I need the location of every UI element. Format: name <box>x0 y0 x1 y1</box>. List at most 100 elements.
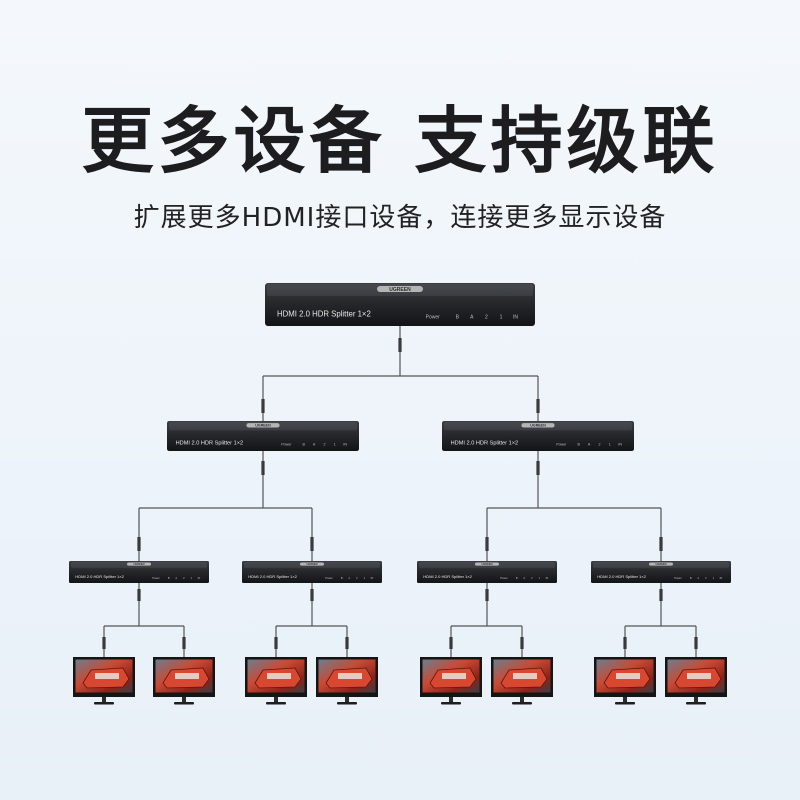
brand-logo-plate <box>377 286 423 292</box>
splitter-body <box>69 561 209 583</box>
hdmi-plug-icon <box>659 537 663 551</box>
monitor-base <box>337 702 357 705</box>
screen-vehicle-window <box>616 673 640 679</box>
headline: 更多设备 支持级联 <box>81 99 719 183</box>
indicator-label: 2 <box>183 576 185 580</box>
brand-logo-text: UGREEN <box>133 562 144 566</box>
hdmi-plug-icon <box>449 637 453 649</box>
monitor-neck <box>694 697 698 702</box>
splitter-model-label: HDMI 2.0 HDR Splitter 1×2 <box>423 574 472 579</box>
brand-logo-plate <box>475 562 499 566</box>
screen-vehicle-window <box>513 673 537 679</box>
screen-vehicle-window <box>267 673 291 679</box>
indicator-label: B <box>578 443 581 447</box>
hdmi-plug-icon <box>137 537 141 551</box>
monitor <box>665 657 727 705</box>
indicator-label: Power <box>281 443 292 447</box>
indicator-label: IN <box>546 576 549 580</box>
splitter-body <box>242 561 382 583</box>
indicator-label: B <box>690 576 692 580</box>
screen-vehicle-window <box>95 673 119 679</box>
indicator-label: 2 <box>531 576 533 580</box>
indicator-label: 1 <box>500 314 503 320</box>
indicator-label: Power <box>674 576 681 580</box>
hdmi-plug-icon <box>261 399 265 413</box>
brand-logo-plate <box>521 423 555 428</box>
indicator-label: IN <box>198 576 201 580</box>
indicator-label: A <box>470 314 474 320</box>
hdmi-plug-icon <box>398 338 402 352</box>
hdmi-plug-icon <box>345 637 349 649</box>
brand-logo-plate <box>649 562 673 566</box>
screen-vehicle-window <box>338 673 362 679</box>
monitor <box>420 657 482 705</box>
indicator-label: Power <box>426 314 441 320</box>
indicator-label: B <box>341 576 343 580</box>
monitor-neck <box>623 697 627 702</box>
hdmi-plug-icon <box>485 537 489 551</box>
brand-logo-text: UGREEN <box>306 562 317 566</box>
indicator-label: 1 <box>539 576 541 580</box>
monitor-neck <box>102 697 106 702</box>
monitor <box>73 657 135 705</box>
hdmi-plug-icon <box>261 461 265 475</box>
indicator-label: A <box>175 576 177 580</box>
hdmi-plug-icon <box>102 637 106 649</box>
brand-logo-text: UGREEN <box>389 287 411 293</box>
indicator-label: A <box>348 576 350 580</box>
monitor-base <box>266 702 286 705</box>
splitter-model-label: HDMI 2.0 HDR Splitter 1×2 <box>277 310 371 319</box>
monitor <box>153 657 215 705</box>
hdmi-plug-icon <box>536 399 540 413</box>
brand-logo-plate <box>127 562 151 566</box>
monitor-base <box>615 702 635 705</box>
indicator-label: 2 <box>598 443 600 447</box>
splitter-body <box>591 561 731 583</box>
brand-logo-text: UGREEN <box>255 424 271 428</box>
splitter-model-label: HDMI 2.0 HDR Splitter 1×2 <box>75 574 124 579</box>
indicator-label: A <box>313 443 316 447</box>
monitor-base <box>441 702 461 705</box>
indicator-label: 1 <box>364 576 366 580</box>
indicator-label: IN <box>513 314 518 320</box>
splitter-model-label: HDMI 2.0 HDR Splitter 1×2 <box>597 574 646 579</box>
brand-logo-text: UGREEN <box>481 562 492 566</box>
monitor-neck <box>520 697 524 702</box>
indicator-label: 1 <box>713 576 715 580</box>
monitors <box>73 657 727 705</box>
indicator-label: IN <box>618 443 622 447</box>
monitor-neck <box>449 697 453 702</box>
indicator-label: 2 <box>323 443 325 447</box>
monitor-base <box>94 702 114 705</box>
indicator-label: Power <box>500 576 507 580</box>
subline: 扩展更多HDMI接口设备，连接更多显示设备 <box>133 203 667 233</box>
brand-logo-plate <box>246 423 280 428</box>
monitor <box>491 657 553 705</box>
hdmi-plug-icon <box>137 589 141 601</box>
cable-lines <box>102 326 698 657</box>
monitor-neck <box>182 697 186 702</box>
hdmi-plug-icon <box>310 589 314 601</box>
brand-logo-plate <box>300 562 324 566</box>
hdmi-plug-icon <box>485 589 489 601</box>
monitor-neck <box>274 697 278 702</box>
monitor-base <box>686 702 706 705</box>
hdmi-plug-icon <box>659 589 663 601</box>
indicator-label: 2 <box>356 576 358 580</box>
indicator-label: 1 <box>334 443 336 447</box>
indicator-label: Power <box>325 576 332 580</box>
hdmi-plug-icon <box>182 637 186 649</box>
hdmi-plug-icon <box>274 637 278 649</box>
indicator-label: IN <box>343 443 347 447</box>
splitter-model-label: HDMI 2.0 HDR Splitter 1×2 <box>176 440 244 446</box>
indicator-label: 2 <box>705 576 707 580</box>
hdmi-plug-icon <box>623 637 627 649</box>
hdmi-plug-icon <box>310 537 314 551</box>
splitter-body <box>265 283 535 326</box>
monitor-neck <box>345 697 349 702</box>
